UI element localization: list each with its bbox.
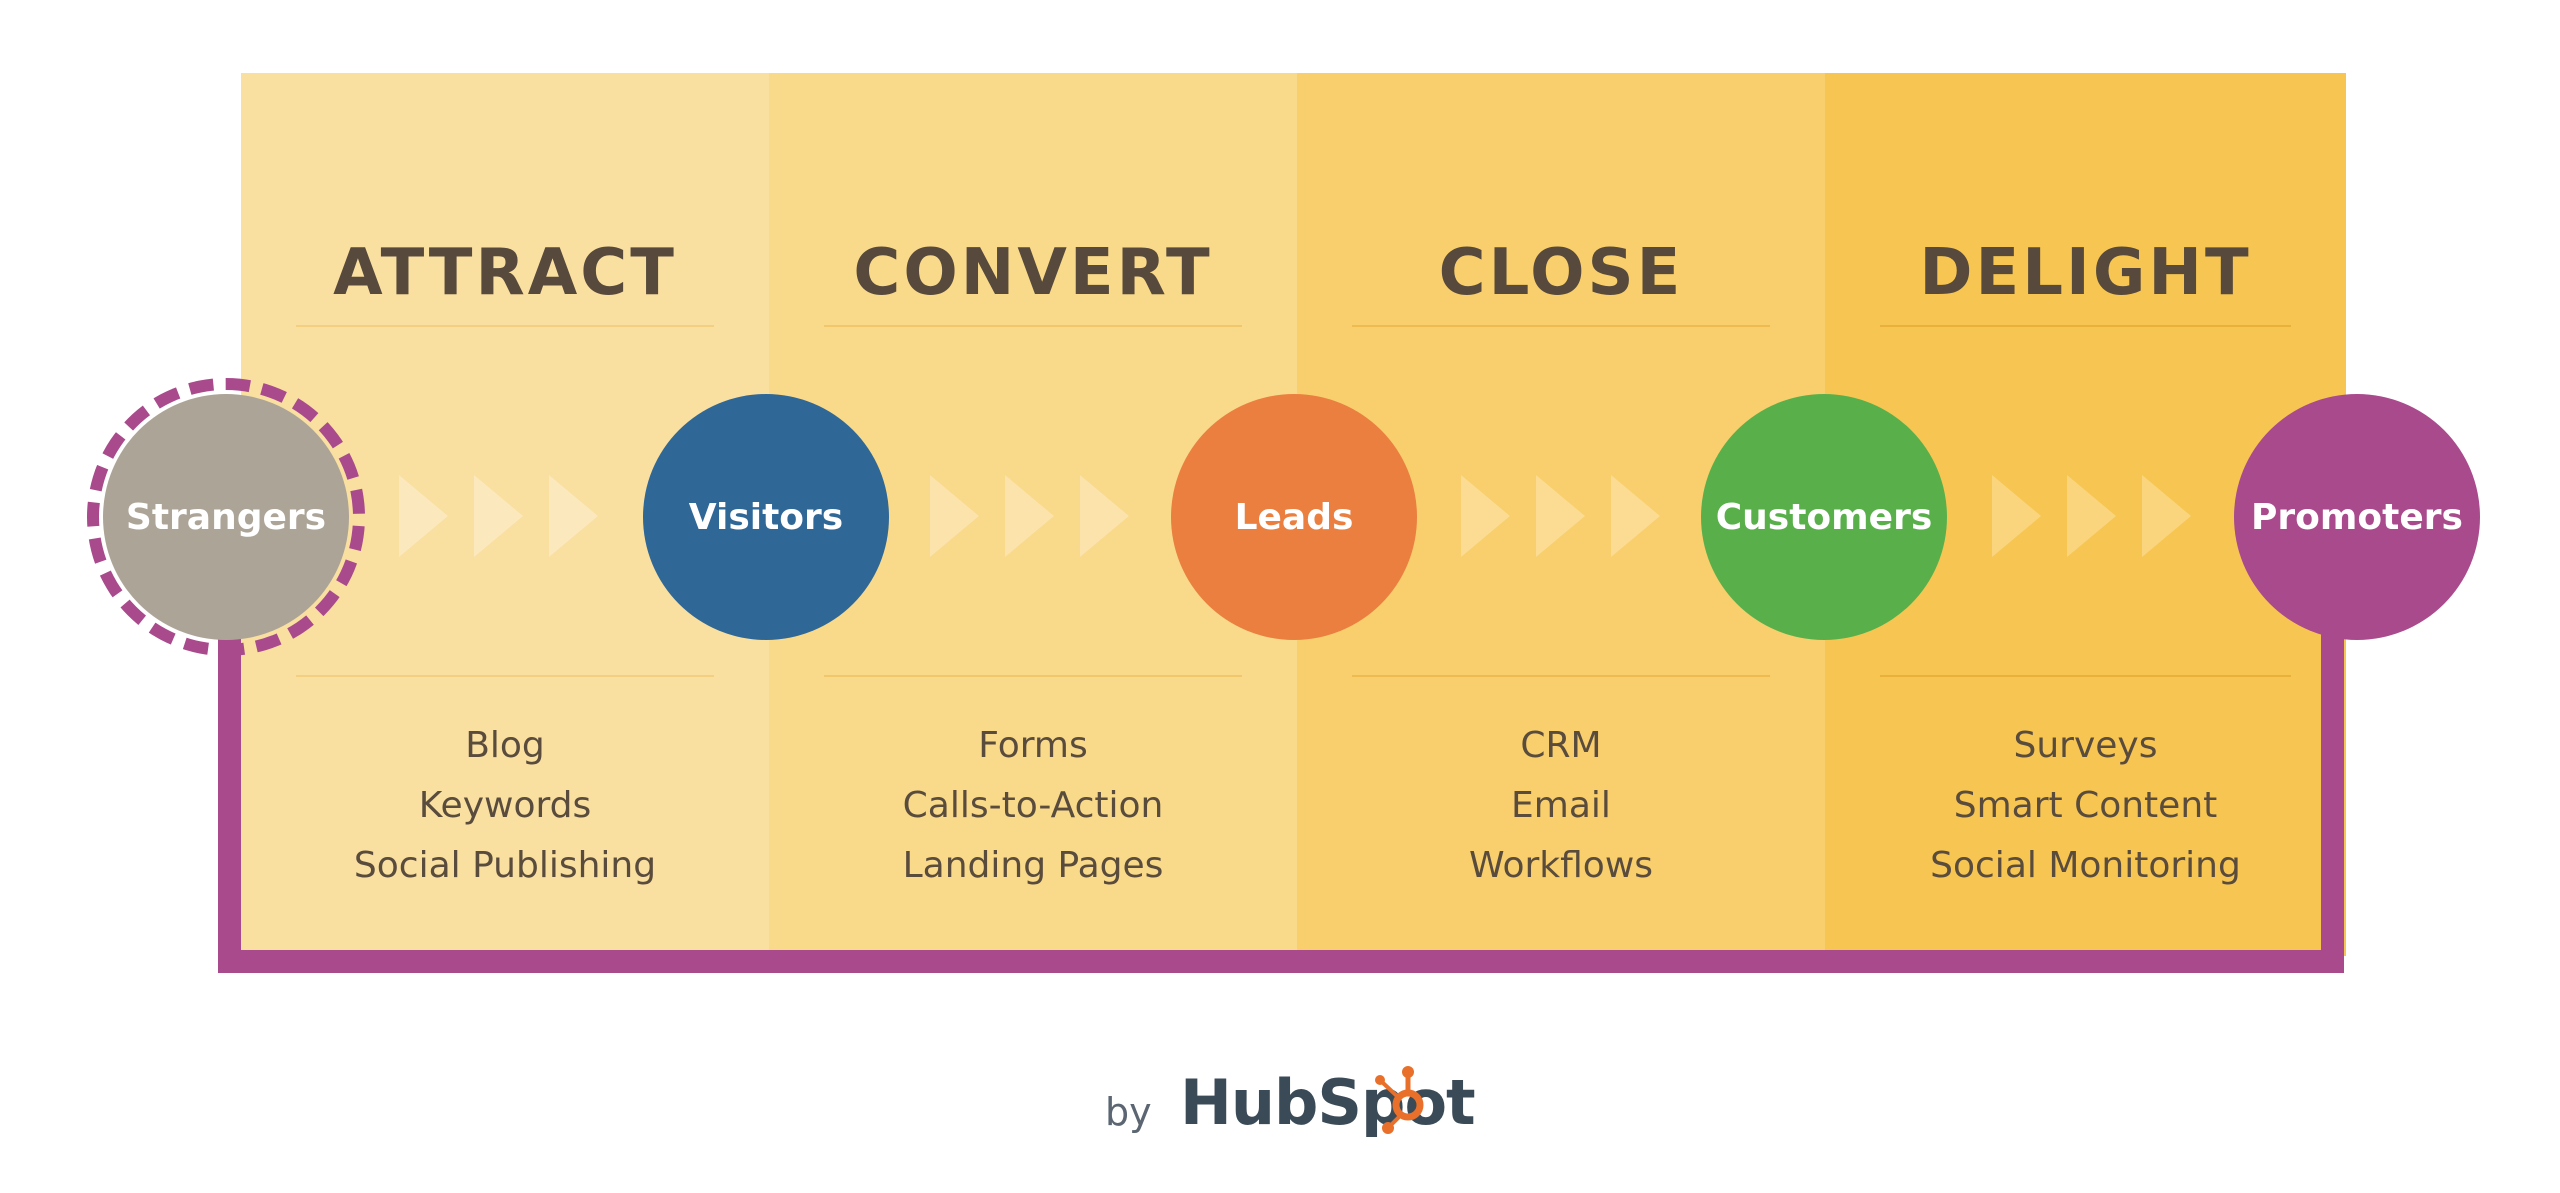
node-label: Strangers: [125, 496, 327, 538]
chevron-right-icon: [930, 475, 979, 557]
chevron-right-icon: [1536, 475, 1585, 557]
chevron-right-icon: [1461, 475, 1510, 557]
credit-by: by: [1105, 1090, 1152, 1134]
stage-items: Blog Keywords Social Publishing: [241, 716, 769, 896]
node-visitors: Visitors: [643, 394, 889, 640]
divider: [296, 325, 714, 327]
stage-item: Social Monitoring: [1930, 845, 2241, 886]
stage-item: Workflows: [1468, 845, 1654, 886]
chevron-right-icon: [474, 475, 523, 557]
stage-item: Surveys: [2013, 725, 2158, 766]
stage-heading: CLOSE: [1438, 236, 1684, 310]
stage-item: Landing Pages: [902, 845, 1164, 886]
node-label: Visitors: [688, 496, 844, 538]
stage-heading: CONVERT: [853, 236, 1213, 310]
chevron-right-icon: [2142, 475, 2191, 557]
stage-item: CRM: [1520, 725, 1602, 766]
stage-items: Forms Calls-to-Action Landing Pages: [769, 716, 1297, 896]
stage-items: Surveys Smart Content Social Monitoring: [1825, 716, 2346, 896]
sprocket-icon: [1375, 1066, 1424, 1134]
node-leads: Leads: [1171, 394, 1417, 640]
chevron-right-icon: [1005, 475, 1054, 557]
divider: [1880, 325, 2291, 327]
chevron-right-icon: [1611, 475, 1660, 557]
divider: [1352, 675, 1770, 677]
divider: [1352, 325, 1770, 327]
node-promoters: Promoters: [2234, 394, 2480, 640]
node-label: Leads: [1234, 496, 1354, 538]
stage-item: Social Publishing: [353, 845, 657, 886]
chevron-right-icon: [1080, 475, 1129, 557]
chevron-right-icon: [2067, 475, 2116, 557]
stage-item: Smart Content: [1953, 785, 2218, 826]
divider: [824, 675, 1242, 677]
stage-item: Email: [1511, 785, 1611, 826]
stage-item: Blog: [465, 725, 545, 766]
node-strangers: Strangers: [103, 394, 349, 640]
chevron-right-icon: [549, 475, 598, 557]
stage-item: Forms: [978, 725, 1088, 766]
divider: [1880, 675, 2291, 677]
stage-items: CRM Email Workflows: [1297, 716, 1825, 896]
chevron-right-icon: [399, 475, 448, 557]
chevron-right-icon: [1992, 475, 2041, 557]
hubspot-logo: HubSpot: [1180, 1066, 1476, 1139]
hubspot-logo-text: HubSpot: [1180, 1066, 1475, 1139]
stage-item: Calls-to-Action: [902, 785, 1164, 826]
node-label: Customers: [1715, 496, 1933, 538]
node-label: Promoters: [2251, 496, 2463, 538]
credit: by HubSpot: [1105, 1052, 1485, 1142]
feedback-loop-line: [218, 633, 2344, 973]
stage-heading: ATTRACT: [333, 236, 677, 310]
divider: [824, 325, 1242, 327]
node-customers: Customers: [1701, 394, 1947, 640]
divider: [296, 675, 714, 677]
stage-item: Keywords: [418, 785, 592, 826]
stage-heading: DELIGHT: [1919, 236, 2252, 310]
